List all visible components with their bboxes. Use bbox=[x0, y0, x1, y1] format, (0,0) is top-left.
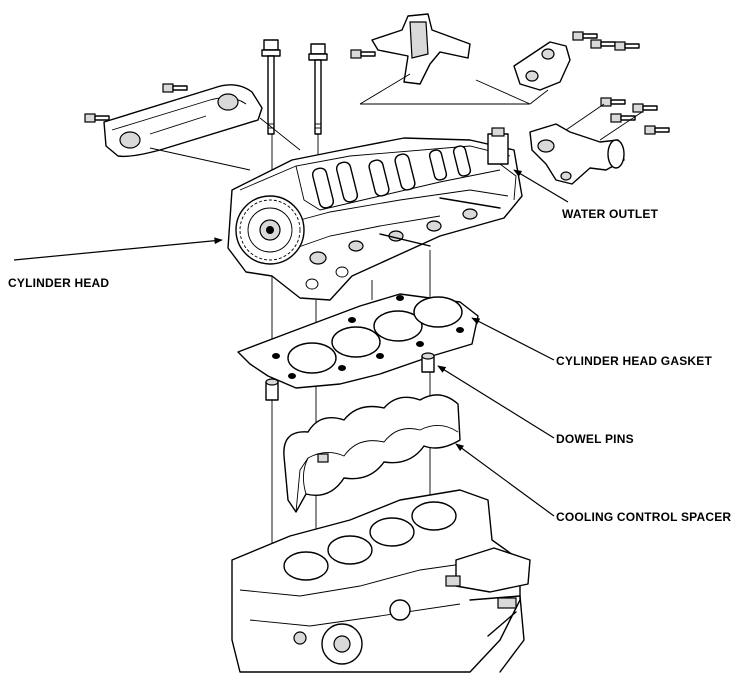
alignment-lines bbox=[149, 73, 643, 171]
engine-hanger bbox=[513, 41, 571, 91]
cooling-spacer-part bbox=[283, 394, 461, 513]
cylinder-head-gasket-label: CYLINDER HEAD GASKET bbox=[556, 354, 713, 368]
dowel-pin-right bbox=[421, 352, 435, 373]
top-bracket bbox=[371, 13, 471, 85]
side-cover bbox=[103, 84, 263, 158]
dowel-pin-left bbox=[265, 378, 279, 401]
cylinder-head-label: CYLINDER HEAD bbox=[8, 276, 110, 290]
cylinder-head-part bbox=[227, 127, 523, 301]
engine-block-part bbox=[231, 489, 531, 673]
cooling-control-spacer-label: COOLING CONTROL SPACER bbox=[556, 510, 732, 524]
head-bolts bbox=[261, 39, 328, 135]
small-bolts bbox=[84, 31, 670, 135]
water-outlet-label: WATER OUTLET bbox=[562, 207, 659, 221]
dowel-pins-label: DOWEL PINS bbox=[556, 432, 634, 446]
leader-lines bbox=[13, 169, 569, 517]
water-outlet-part bbox=[529, 123, 625, 185]
head-gasket-part bbox=[237, 293, 479, 389]
